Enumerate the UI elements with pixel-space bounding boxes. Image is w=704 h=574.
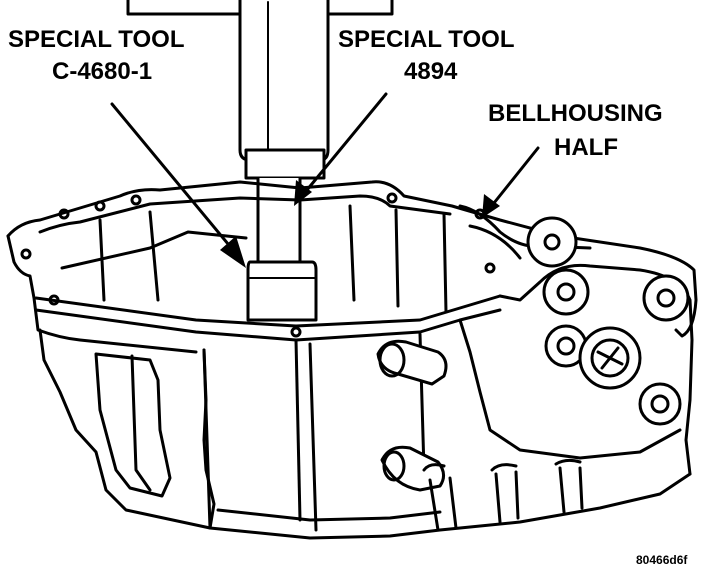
label-special-tool-2-line1: SPECIAL TOOL <box>338 26 515 53</box>
label-special-tool-1-line2: C-4680-1 <box>52 58 153 85</box>
figure-id: 80466d6f <box>636 553 688 567</box>
label-bellhousing-line1: BELLHOUSING <box>488 100 663 127</box>
arrow-head-bellhousing <box>482 194 500 218</box>
label-special-tool-1-line1: SPECIAL TOOL <box>8 26 185 53</box>
arrow-head-tool1 <box>220 236 246 268</box>
arrow-head-tool2 <box>294 180 312 206</box>
bellhousing-half <box>6 180 698 540</box>
label-special-tool-2-line2: 4894 <box>404 58 458 85</box>
leader-arrows <box>110 92 540 258</box>
special-tool-shaft <box>238 0 330 322</box>
label-bellhousing-line2: HALF <box>554 134 618 161</box>
